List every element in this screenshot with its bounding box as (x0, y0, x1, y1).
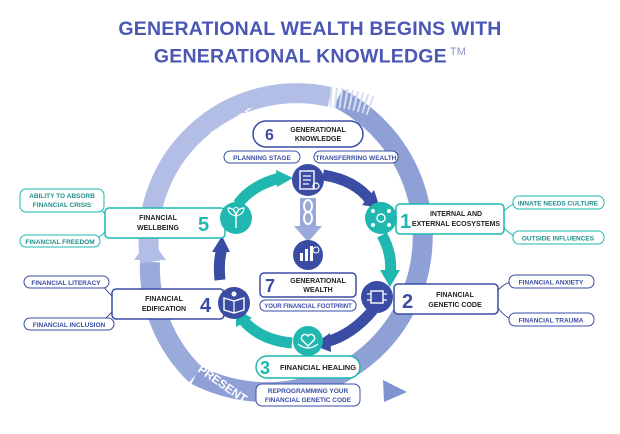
stage-3-icon-circle (293, 326, 323, 356)
stage-3-title: FINANCIAL HEALING (280, 363, 356, 372)
stage-7-tag-text: YOUR FINANCIAL FOOTPRINT (264, 304, 352, 310)
title-line-1: GENERATIONAL WEALTH BEGINS WITH (118, 18, 502, 40)
stage-2-label-box (393, 283, 499, 315)
stage-4: FINANCIAL EDIFICATION 4 FINANCIAL LITERA… (23, 275, 250, 331)
stage-1-tag-outside (512, 230, 605, 245)
stage-2-tag-anxiety-text: FINANCIAL ANXIETY (519, 280, 584, 287)
stage-1-label-box (395, 203, 505, 235)
stage-4-title-line-2: EDIFICATION (142, 306, 186, 313)
arrow-5-to-6 (233, 172, 282, 208)
stage-6-number: 6 (265, 127, 274, 144)
stage-3-tag-line-2: FINANCIAL GENETIC CODE (265, 397, 352, 404)
ring-arrowhead-bottom (383, 380, 407, 402)
stage-5-title-line-2: WELLBEING (137, 225, 180, 232)
ring-present-arc (139, 261, 204, 383)
stage-5-tag-crisis (19, 188, 105, 213)
stage-6: 6 GENERATIONAL KNOWLEDGE PLANNING STAGE … (223, 120, 399, 196)
stage-1-title-line-2: EXTERNAL ECOSYSTEMS (412, 221, 500, 228)
arrow-2-to-3 (324, 306, 378, 348)
arrow-4-to-5-head (212, 236, 230, 252)
trademark: TM (449, 46, 467, 58)
stage-2: 2 FINANCIAL GENETIC CODE FINANCIAL ANXIE… (361, 274, 595, 327)
stage-1-tag-innate-text: INNATE NEEDS CULTURE (518, 201, 599, 208)
stage-4-title-line-1: FINANCIAL (145, 296, 183, 303)
stage-7-label-box (259, 272, 357, 298)
stage-1: 1 INTERNAL AND EXTERNAL ECOSYSTEMS INNAT… (365, 195, 605, 245)
stage-6-title-line-1: GENERATIONAL (290, 127, 346, 134)
stage-2-icon-circle (361, 281, 393, 313)
stage-4-tag-literacy (23, 275, 110, 289)
stage-1-icon-circle (365, 202, 397, 234)
hands-heart-icon (297, 333, 319, 349)
arrow-1-to-2-head (380, 270, 400, 287)
stage-5-tag-crisis-line-1: ABILITY TO ABSORB (29, 193, 95, 200)
stage-1-tag-outside-text: OUTSIDE INFLUENCES (522, 236, 595, 243)
stage-2-number: 2 (402, 291, 413, 313)
stage-2-tag-trauma-text: FINANCIAL TRAUMA (519, 318, 584, 325)
stage-6-tag-transferring-text: TRANSFERRING WEALTH (316, 155, 397, 162)
stage-5-number: 5 (198, 214, 209, 236)
document-checklist-icon (299, 170, 320, 190)
ecosystem-network-icon (371, 209, 391, 227)
arrow-3-to-4 (238, 316, 293, 349)
chain-arrowhead (294, 226, 322, 242)
stage-7-tag-box (259, 299, 357, 312)
stage-5: FINANCIAL WELLBEING 5 ABILITY TO ABSORB … (19, 188, 252, 248)
stage-3: 3 FINANCIAL HEALING REPROGRAMMING YOUR F… (255, 326, 361, 407)
ring-label-past: PAST (422, 134, 455, 165)
stage-4-tag-literacy-text: FINANCIAL LITERACY (31, 280, 101, 287)
ring-arrowhead-left (134, 238, 166, 260)
stage-5-title-line-1: FINANCIAL (139, 215, 177, 222)
stage-3-tag-box (255, 383, 361, 407)
stage-5-tag-freedom (19, 234, 101, 248)
stage-6-tag-planning (223, 150, 301, 164)
stage-6-tag-transferring (313, 150, 399, 164)
stage-6-tag-planning-text: PLANNING STAGE (233, 155, 291, 162)
stage-5-tag-crisis-line-2: FINANCIAL CRISIS (33, 202, 92, 209)
stage-3-tag-line-1: REPROGRAMMING YOUR (268, 388, 349, 395)
stage-2-title-line-2: GENETIC CODE (428, 302, 482, 309)
stage-1-title-line-1: INTERNAL AND (430, 211, 482, 218)
money-plant-icon (227, 207, 245, 228)
stage-7-number: 7 (265, 276, 275, 296)
stage-4-tag-inclusion (23, 317, 115, 331)
stage-7-title-line-1: GENERATIONAL (290, 278, 346, 285)
stage-7-title-line-2: WEALTH (303, 287, 332, 294)
arrow-5-to-6-head (276, 170, 293, 187)
stage-4-number: 4 (200, 295, 212, 317)
inner-cycle-arrows (212, 169, 400, 352)
stage-1-tag-innate (512, 195, 605, 210)
arrow-4-to-5 (213, 246, 228, 281)
stage-2-tag-anxiety (508, 274, 595, 289)
circuit-chip-icon (367, 290, 387, 304)
stage-2-title-line-1: FINANCIAL (436, 292, 474, 299)
stage-7: 7 GENERATIONAL WEALTH YOUR FINANCIAL FOO… (259, 240, 357, 312)
chain-link-bottom (303, 211, 313, 225)
stage-2-tag-trauma (508, 312, 595, 327)
stage-5-tag-freedom-text: FINANCIAL FREEDOM (25, 239, 94, 246)
money-growth-icon (300, 246, 320, 261)
stage-4-tag-inclusion-text: FINANCIAL INCLUSION (33, 322, 106, 329)
stage-6-label-pill (252, 120, 364, 148)
title-line-2-text: GENERATIONAL KNOWLEDGE (153, 45, 447, 68)
arrow-6-to-1 (322, 169, 375, 204)
stage-3-number: 3 (260, 358, 270, 378)
stage-6-title-line-2: KNOWLEDGE (295, 136, 342, 143)
open-book-icon (223, 291, 245, 314)
ring-fading-tail (329, 87, 376, 116)
arrow-1-to-2 (377, 232, 397, 276)
stage-1-number: 1 (400, 211, 411, 233)
